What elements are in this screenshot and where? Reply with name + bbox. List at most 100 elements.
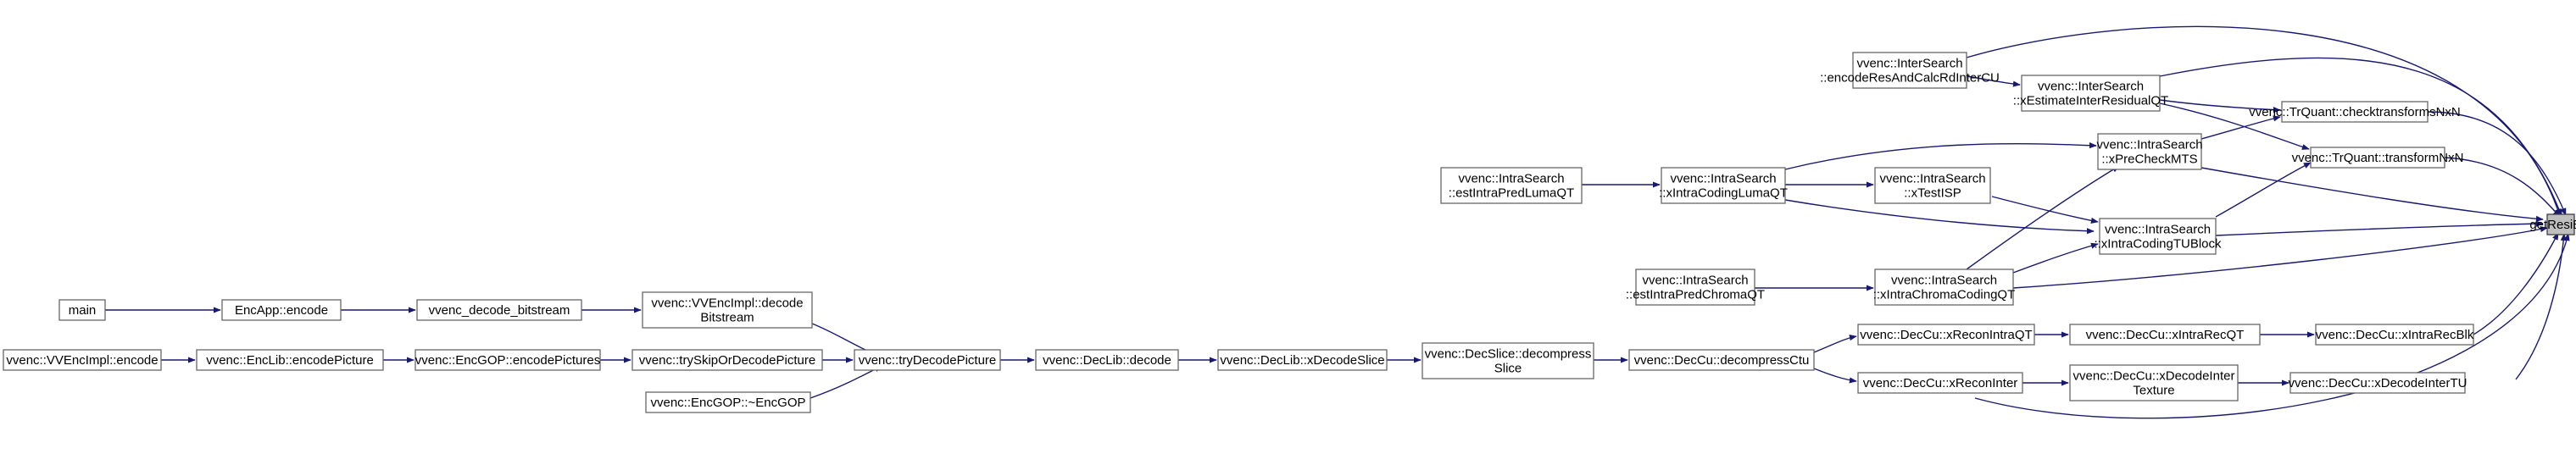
node-label-line: vvenc::tryDecodePicture xyxy=(859,353,997,368)
node-checktransformsNxN[interactable]: vvenc::TrQuant::checktransformsNxN xyxy=(2249,101,2461,123)
node-label-line: vvenc::IntraSearch xyxy=(1458,172,1564,186)
node-EncApp_encode[interactable]: EncApp::encode xyxy=(221,299,342,321)
node-box xyxy=(2281,101,2429,123)
node-main[interactable]: main xyxy=(58,299,106,321)
node-label-line: vvenc::DecCu::xIntraRecQT xyxy=(2086,328,2245,342)
edge-checktransformsNxN-to-getResiBuf xyxy=(2427,111,2567,216)
node-box xyxy=(3,349,162,371)
node-box xyxy=(2315,324,2474,346)
edge-DecCu_xReconInter-to-getResiBuf xyxy=(1974,233,2570,419)
node-label-line: vvenc::IntraSearch xyxy=(1891,274,1997,288)
node-label-line: vvenc::DecCu::xDecodeInterTU xyxy=(2289,376,2468,390)
node-label-line: ::xIntraChromaCodingQT xyxy=(1873,288,2016,302)
node-DecCu_xIntraRecBlk[interactable]: vvenc::DecCu::xIntraRecBlk xyxy=(2315,324,2474,346)
node-box xyxy=(196,349,384,371)
node-xPreCheckMTS[interactable]: vvenc::IntraSearch::xPreCheckMTS xyxy=(2096,133,2203,170)
node-DecCu_xIntraRecQT[interactable]: vvenc::DecCu::xIntraRecQT xyxy=(2069,324,2261,346)
node-label-line: ::xIntraCodingLumaQT xyxy=(1659,186,1788,201)
edge-EncGOP_destructor-to-tryDecodePicture xyxy=(810,365,882,399)
node-label-line: ::xEstimateInterResidualQT xyxy=(2013,94,2168,108)
node-xIntraCodingTUBlock[interactable]: vvenc::IntraSearch::xIntraCodingTUBlock xyxy=(2094,218,2222,255)
node-label-line: vvenc::EncGOP::encodePictures xyxy=(415,353,600,368)
node-xEstimateInterResidualQT[interactable]: vvenc::InterSearch::xEstimateInterResidu… xyxy=(2013,75,2168,112)
node-label-line: vvenc::TrQuant::checktransformsNxN xyxy=(2249,105,2461,119)
node-label-line: ::estIntraPredLumaQT xyxy=(1449,186,1574,201)
node-DecCu_xReconIntraQT[interactable]: vvenc::DecCu::xReconIntraQT xyxy=(1857,324,2035,346)
node-box xyxy=(1874,167,1991,204)
edge-xPreCheckMTS-to-getResiBuf xyxy=(2200,167,2544,222)
node-label-line: vvenc::DecLib::decode xyxy=(1043,353,1171,368)
node-DecCu_xReconInter[interactable]: vvenc::DecCu::xReconInter xyxy=(1857,372,2023,394)
node-label-line: vvenc::IntraSearch xyxy=(1642,274,1748,288)
node-label-line: vvenc::VVEncImpl::decode xyxy=(651,296,803,311)
node-label-line: vvenc::VVEncImpl::encode xyxy=(6,353,158,368)
node-box xyxy=(642,291,813,329)
node-trySkipOrDecodePicture[interactable]: vvenc::trySkipOrDecodePicture xyxy=(631,349,823,371)
node-label-line: getResiBuf xyxy=(2529,218,2576,232)
node-label-line: vvenc::IntraSearch xyxy=(2096,138,2202,152)
node-label-line: ::xPreCheckMTS xyxy=(2101,152,2197,167)
node-tryDecodePicture[interactable]: vvenc::tryDecodePicture xyxy=(854,349,1001,371)
node-label-line: Slice xyxy=(1494,362,1522,376)
node-xIntraCodingLumaQT[interactable]: vvenc::IntraSearch::xIntraCodingLumaQT xyxy=(1659,167,1788,204)
node-box xyxy=(1661,167,1786,204)
node-label-line: vvenc::EncGOP::~EncGOP xyxy=(651,396,806,410)
node-label-line: vvenc::IntraSearch xyxy=(1879,172,1985,186)
edge-encodeResAndCalcRdInterCU-to-xEstimateInterResidualQT xyxy=(1966,75,2021,87)
node-box xyxy=(1635,269,1755,306)
node-box xyxy=(221,299,342,321)
node-label-line: vvenc::IntraSearch xyxy=(1670,172,1776,186)
node-box xyxy=(1035,349,1179,371)
node-DecLib_xDecodeSlice[interactable]: vvenc::DecLib::xDecodeSlice xyxy=(1217,349,1388,371)
node-VVEncImpl_encode[interactable]: vvenc::VVEncImpl::encode xyxy=(3,349,162,371)
edges xyxy=(105,25,2570,419)
node-DecCu_xDecodeInterTU[interactable]: vvenc::DecCu::xDecodeInterTU xyxy=(2289,372,2468,394)
node-label-line: ::estIntraPredChromaQT xyxy=(1626,288,1765,302)
node-label-line: vvenc::trySkipOrDecodePicture xyxy=(639,353,815,368)
node-EncLib_encodePicture[interactable]: vvenc::EncLib::encodePicture xyxy=(196,349,384,371)
node-label-line: Bitstream xyxy=(700,311,754,325)
node-box xyxy=(854,349,1001,371)
node-box xyxy=(2289,372,2466,394)
node-EncGOP_destructor[interactable]: vvenc::EncGOP::~EncGOP xyxy=(645,391,811,413)
edge-DecCu_decompressCtu-to-DecCu_xReconInter xyxy=(1813,368,1857,384)
node-estIntraPredChromaQT[interactable]: vvenc::IntraSearch::estIntraPredChromaQT xyxy=(1626,269,1765,306)
node-label-line: vvenc::DecCu::decompressCtu xyxy=(1634,353,1810,368)
node-box xyxy=(1874,269,2014,306)
edge-xIntraCodingLumaQT-to-xIntraCodingTUBlock xyxy=(1784,199,2095,235)
node-box xyxy=(645,391,811,413)
node-getResiBuf[interactable]: getResiBuf xyxy=(2529,213,2576,235)
edge-xIntraCodingLumaQT-to-xPreCheckMTS xyxy=(1784,142,2097,170)
node-box xyxy=(1422,342,1594,379)
node-box xyxy=(2097,133,2202,170)
node-encodeResAndCalcRdInterCU[interactable]: vvenc::InterSearch::encodeResAndCalcRdIn… xyxy=(1820,52,2000,89)
node-box xyxy=(2546,213,2575,235)
edge-transformNxN-to-getResiBuf xyxy=(2444,157,2561,218)
node-box xyxy=(2069,364,2239,401)
node-EncGOP_encodePictures[interactable]: vvenc::EncGOP::encodePictures xyxy=(414,349,601,371)
edge-xEstimateInterResidualQT-to-checktransformsNxN xyxy=(2159,99,2281,114)
edge-DecCu_xIntraRecBlk-to-getResiBuf xyxy=(2473,232,2559,335)
node-box xyxy=(1857,372,2023,394)
node-box xyxy=(2069,324,2261,346)
node-xTestISP[interactable]: vvenc::IntraSearch::xTestISP xyxy=(1874,167,1991,204)
node-label-line: vvenc::DecCu::xIntraRecBlk xyxy=(2316,328,2474,342)
node-label-line: EncApp::encode xyxy=(235,303,328,318)
node-xIntraChromaCodingQT[interactable]: vvenc::IntraSearch::xIntraChromaCodingQT xyxy=(1873,269,2016,306)
node-DecLib_decode[interactable]: vvenc::DecLib::decode xyxy=(1035,349,1179,371)
node-label-line: vvenc::DecCu::xReconIntraQT xyxy=(1860,328,2032,342)
node-label-line: Texture xyxy=(2133,384,2174,398)
node-estIntraPredLumaQT[interactable]: vvenc::IntraSearch::estIntraPredLumaQT xyxy=(1440,167,1583,204)
node-box xyxy=(414,349,601,371)
node-label-line: vvenc_decode_bitstream xyxy=(429,303,570,318)
node-DecCu_decompressCtu[interactable]: vvenc::DecCu::decompressCtu xyxy=(1628,349,1815,371)
node-box xyxy=(2099,218,2217,255)
node-transformNxN[interactable]: vvenc::TrQuant::transformNxN xyxy=(2292,147,2464,169)
edge-xIntraCodingTUBlock-to-transformNxN xyxy=(2215,162,2312,218)
node-label-line: ::xIntraCodingTUBlock xyxy=(2094,237,2222,252)
node-vvenc_decode_bitstream[interactable]: vvenc_decode_bitstream xyxy=(416,299,582,321)
